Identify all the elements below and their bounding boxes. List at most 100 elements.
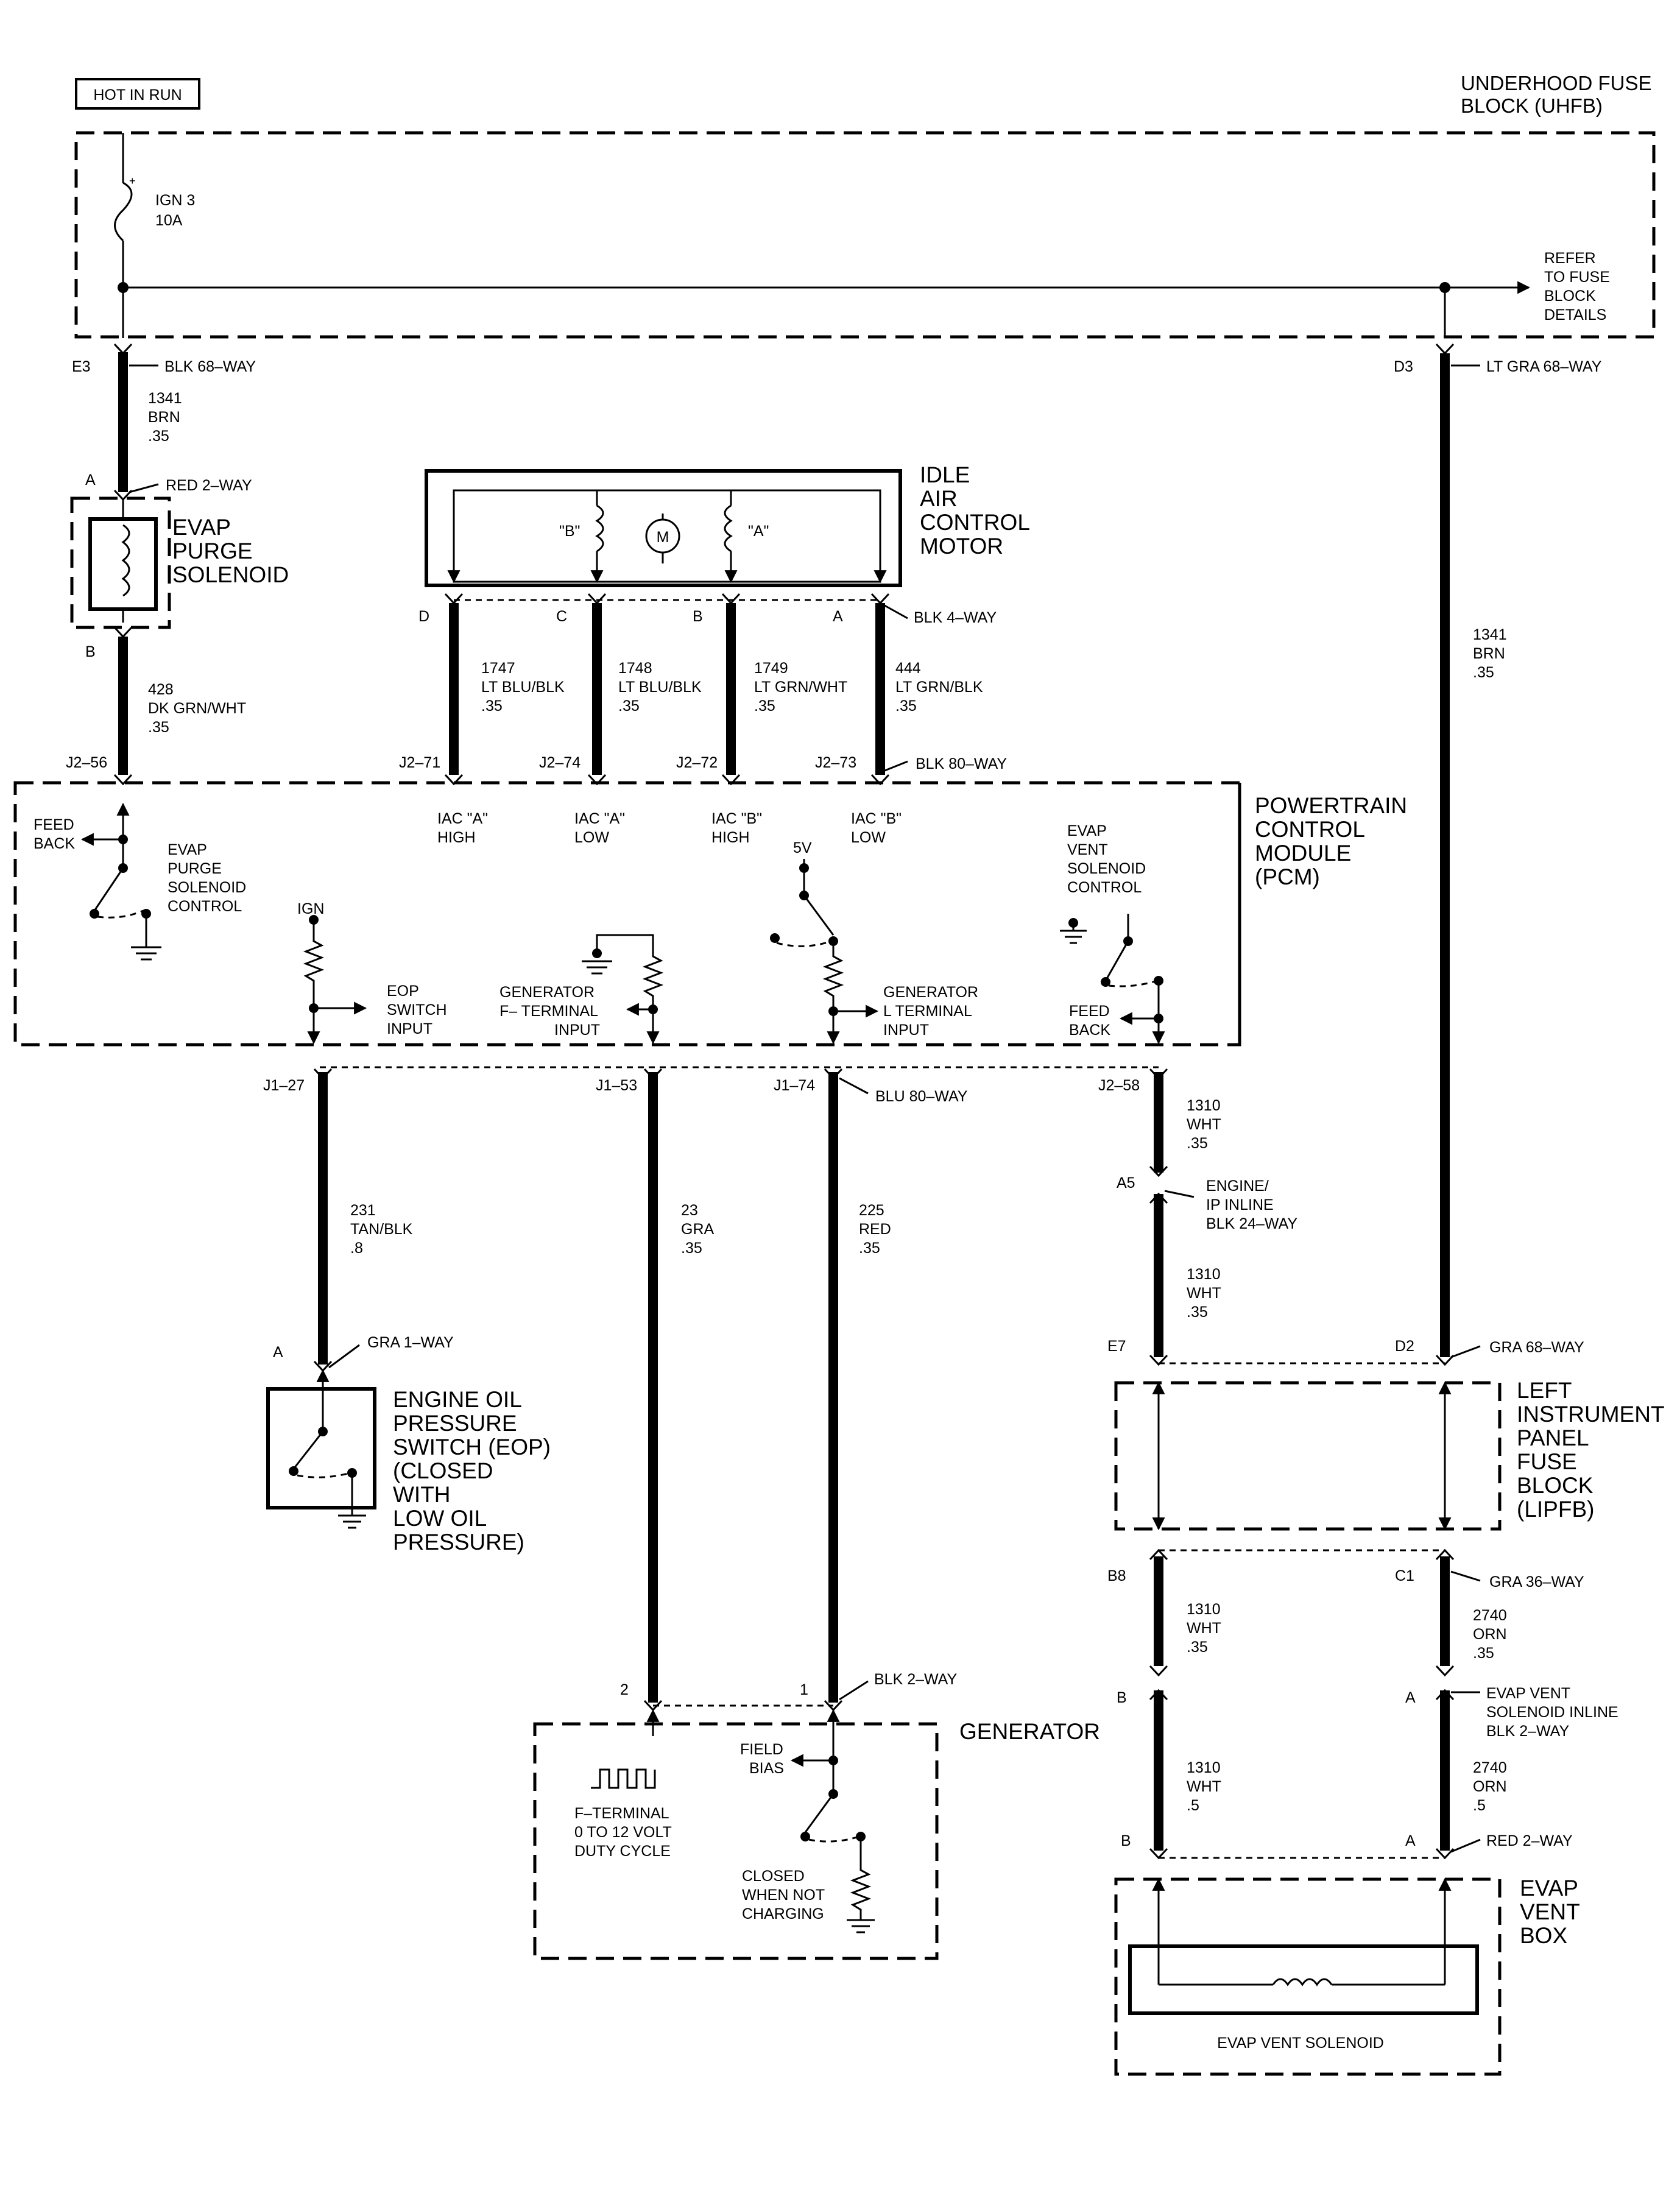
diagram-label: SWITCH (EOP): [393, 1435, 551, 1460]
diagram-label: BLK 4–WAY: [914, 609, 997, 626]
diagram-label: B: [1121, 1832, 1131, 1849]
diagram-label: .35: [481, 697, 503, 715]
ground-icon: [131, 946, 161, 961]
diagram-label: LT GRN/BLK: [895, 679, 983, 696]
diagram-label: 2740: [1473, 1607, 1507, 1624]
diagram-label: BLK 2–WAY: [1486, 1723, 1569, 1740]
diagram-label: SWITCH: [387, 1001, 447, 1019]
diagram-label: 1310: [1187, 1601, 1221, 1618]
diagram-label: GRA 36–WAY: [1489, 1573, 1584, 1590]
refer-1: REFER: [1544, 250, 1596, 267]
diagram-label: 1310: [1187, 1266, 1221, 1283]
diagram-label: 5V: [793, 839, 812, 856]
hot-in-run-label: HOT IN RUN: [93, 86, 182, 104]
diagram-label: 231: [350, 1202, 376, 1219]
diagram-label: PANEL: [1517, 1425, 1589, 1450]
diagram-label: EVAP: [168, 841, 207, 858]
conn-e3: BLK 68–WAY: [164, 358, 256, 375]
diagram-label: GRA 1–WAY: [367, 1334, 454, 1351]
diagram-label: C: [556, 608, 567, 625]
diagram-label: LT GRN/WHT: [754, 679, 847, 696]
fuse-ign3-rating: 10A: [155, 212, 183, 229]
diagram-label: .35: [1473, 1645, 1494, 1662]
diagram-label: HIGH: [437, 829, 476, 846]
duty-cycle-icon: [591, 1768, 656, 1789]
diagram-label: INSTRUMENT: [1517, 1402, 1665, 1427]
evap-vent-solenoid-frame: [1128, 1944, 1479, 2015]
purge-coil-icon: [121, 524, 130, 597]
diagram-label: .35: [148, 719, 169, 736]
diagram-label: 428: [148, 681, 174, 698]
diagram-label: INPUT: [554, 1022, 600, 1039]
diagram-label: J2–56: [66, 754, 107, 771]
diagram-label: LT BLU/BLK: [618, 679, 702, 696]
diagram-label: WHT: [1187, 1778, 1221, 1795]
diagram-label: J1–53: [596, 1077, 637, 1094]
hot-in-run-box: [75, 78, 200, 110]
evap-purge-solenoid-box: [70, 496, 171, 629]
iac-coil-b-icon: [595, 504, 604, 552]
diagram-label: LOW: [851, 829, 886, 846]
pcm-box: [13, 781, 1241, 1047]
diagram-label: D2: [1395, 1338, 1414, 1355]
diagram-label: J1–27: [263, 1077, 305, 1094]
refer-4: DETAILS: [1544, 306, 1606, 323]
diagram-label: BACK: [34, 835, 75, 852]
diagram-label: A: [1405, 1832, 1416, 1849]
diagram-label: J2–58: [1098, 1077, 1140, 1094]
diagram-label: J2–71: [399, 754, 440, 771]
diagram-label: .35: [1473, 664, 1494, 681]
diagram-label: E7: [1107, 1338, 1126, 1355]
diagram-label: INPUT: [387, 1020, 432, 1037]
diagram-label: (CLOSED: [393, 1458, 493, 1483]
diagram-label: "B": [559, 523, 580, 540]
diagram-label: BLK 24–WAY: [1206, 1215, 1297, 1232]
iac-motor-box: [425, 469, 902, 587]
diagram-label: SOLENOID: [172, 562, 289, 587]
diagram-label: .35: [618, 697, 640, 715]
uhfb-title-1: UNDERHOOD FUSE: [1461, 72, 1652, 94]
diagram-label: ORN: [1473, 1778, 1507, 1795]
diagram-label: IAC "B": [711, 810, 762, 827]
pin-a5: A5: [1117, 1174, 1135, 1191]
diagram-label: IAC "A": [437, 810, 488, 827]
diagram-label: .35: [681, 1240, 702, 1257]
diagram-label: .35: [859, 1240, 880, 1257]
diagram-label: GENERATOR: [499, 984, 595, 1001]
diagram-label: CHARGING: [742, 1905, 824, 1922]
diagram-label: VENT: [1520, 1899, 1580, 1924]
diagram-label: C1: [1395, 1567, 1414, 1584]
diagram-label: SOLENOID INLINE: [1486, 1704, 1618, 1721]
diagram-label: EVAP: [172, 515, 231, 540]
uhfb-box: [74, 131, 1656, 339]
diagram-label: CONTROL: [1255, 817, 1365, 842]
lipfb-box: [1114, 1381, 1502, 1531]
pin-e3: E3: [72, 358, 91, 375]
diagram-label: BLK 80–WAY: [916, 755, 1007, 772]
diagram-label: J2–73: [815, 754, 856, 771]
diagram-label: FUSE: [1517, 1449, 1577, 1474]
diagram-label: RED: [859, 1221, 891, 1238]
diagram-label: 225: [859, 1202, 884, 1219]
diagram-label: CONTROL: [168, 898, 242, 915]
refer-2: TO FUSE: [1544, 269, 1610, 286]
diagram-label: J2–72: [676, 754, 718, 771]
diagram-label: .35: [148, 428, 169, 445]
diagram-label: F–TERMINAL: [574, 1805, 669, 1822]
diagram-label: 1341: [148, 390, 182, 407]
diagram-label: MOTOR: [920, 534, 1003, 559]
diagram-label: (LIPFB): [1517, 1497, 1594, 1522]
eop-switch-box: [266, 1387, 376, 1509]
diagram-label: .5: [1473, 1797, 1486, 1814]
diagram-label: 2: [620, 1681, 629, 1698]
diagram-label: MODULE: [1255, 841, 1351, 866]
diagram-label: B: [693, 608, 703, 625]
diagram-label: CLOSED: [742, 1868, 805, 1885]
diagram-label: RED 2–WAY: [1486, 1832, 1573, 1849]
fuse-ign3-icon: [114, 182, 133, 242]
diagram-label: BIAS: [749, 1760, 784, 1777]
diagram-label: 1341: [1473, 626, 1507, 643]
diagram-label: 1748: [618, 660, 652, 677]
diagram-label: BRN: [1473, 645, 1505, 662]
